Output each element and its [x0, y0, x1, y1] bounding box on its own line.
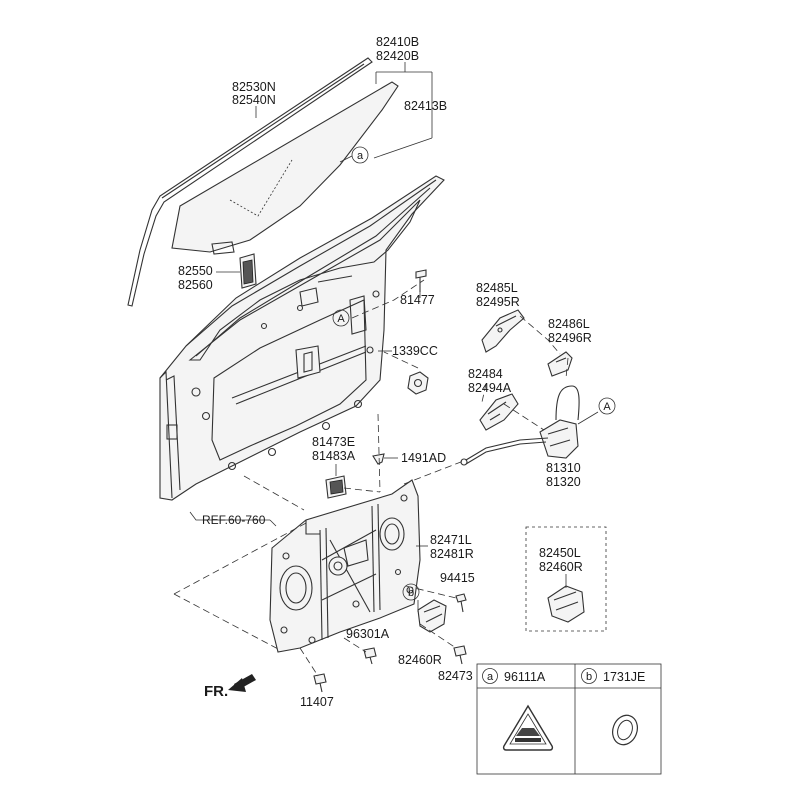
legend-table: a 96111A b 1731JE — [476, 663, 662, 775]
svg-text:1731JE: 1731JE — [603, 670, 645, 684]
label-82460r-box: 82460R — [539, 560, 583, 574]
label-1491ad: 1491AD — [401, 451, 446, 465]
nut-1339cc-part — [407, 371, 429, 395]
svg-text:b: b — [586, 671, 592, 683]
label-82540n: 82540N — [232, 93, 276, 107]
svg-text:a: a — [357, 150, 364, 162]
part-labels: 82410B 82420B 82413B 82530N 82540N 82550… — [178, 35, 592, 709]
label-81310: 81310 — [546, 461, 581, 475]
door-frame — [159, 175, 445, 501]
glass-clip — [239, 253, 257, 289]
label-82471l: 82471L — [430, 533, 472, 547]
svg-text:96111A: 96111A — [504, 670, 546, 684]
label-1339cc: 1339CC — [392, 344, 438, 358]
label-82450l: 82450L — [539, 546, 581, 560]
door-lock-actuator-box — [547, 574, 585, 623]
label-82413b: 82413B — [404, 99, 447, 113]
label-82496r: 82496R — [548, 331, 592, 345]
label-82550: 82550 — [178, 264, 213, 278]
leader-lines — [173, 62, 607, 677]
callout-a-glass: a — [351, 146, 369, 164]
label-82486l: 82486L — [548, 317, 590, 331]
label-82460r: 82460R — [398, 653, 442, 667]
handle-cap — [547, 351, 573, 377]
svg-text:a: a — [487, 671, 494, 683]
label-81320: 81320 — [546, 475, 581, 489]
label-81477: 81477 — [400, 293, 435, 307]
handle-bracket — [479, 393, 519, 431]
label-82530n: 82530N — [232, 80, 276, 94]
door-module-panel — [269, 479, 421, 653]
label-94415: 94415 — [440, 571, 475, 585]
svg-text:FR.: FR. — [204, 683, 228, 700]
legend-b: b 1731JE — [581, 668, 645, 746]
label-82495r: 82495R — [476, 295, 520, 309]
label-82481r: 82481R — [430, 547, 474, 561]
bolt-11407-part — [313, 673, 327, 693]
outside-handle — [481, 309, 525, 353]
svg-text:A: A — [337, 313, 345, 325]
clip-1491ad-part — [372, 453, 385, 465]
front-direction-marker: FR. — [204, 674, 256, 700]
callout-A-left: A — [332, 309, 350, 327]
label-82473: 82473 — [438, 669, 473, 683]
label-81473e: 81473E — [312, 435, 355, 449]
svg-text:A: A — [603, 401, 611, 413]
label-82560: 82560 — [178, 278, 213, 292]
door-glass — [171, 81, 399, 255]
bolt-81477-part — [415, 269, 427, 292]
label-ref-60-760: REF.60-760 — [202, 513, 266, 527]
label-81483a: 81483A — [312, 449, 356, 463]
door-latch — [460, 385, 580, 466]
callout-b-module: b — [402, 583, 420, 601]
legend-a: a 96111A — [482, 668, 554, 751]
label-82410b: 82410B — [376, 35, 419, 49]
label-82484: 82484 — [468, 367, 503, 381]
screw-94415-part — [455, 593, 467, 613]
glass-run-channel — [127, 57, 373, 307]
callout-A-right: A — [598, 397, 616, 415]
label-11407: 11407 — [300, 695, 334, 709]
bolt-82473-part — [453, 645, 467, 665]
door-strike — [325, 475, 347, 499]
door-lock-actuator — [417, 599, 447, 633]
svg-text:b: b — [408, 587, 414, 599]
label-96301a: 96301A — [346, 627, 390, 641]
label-82494a: 82494A — [468, 381, 512, 395]
label-82420b: 82420B — [376, 49, 419, 63]
screw-96301a-part — [363, 647, 377, 665]
label-82485l: 82485L — [476, 281, 518, 295]
